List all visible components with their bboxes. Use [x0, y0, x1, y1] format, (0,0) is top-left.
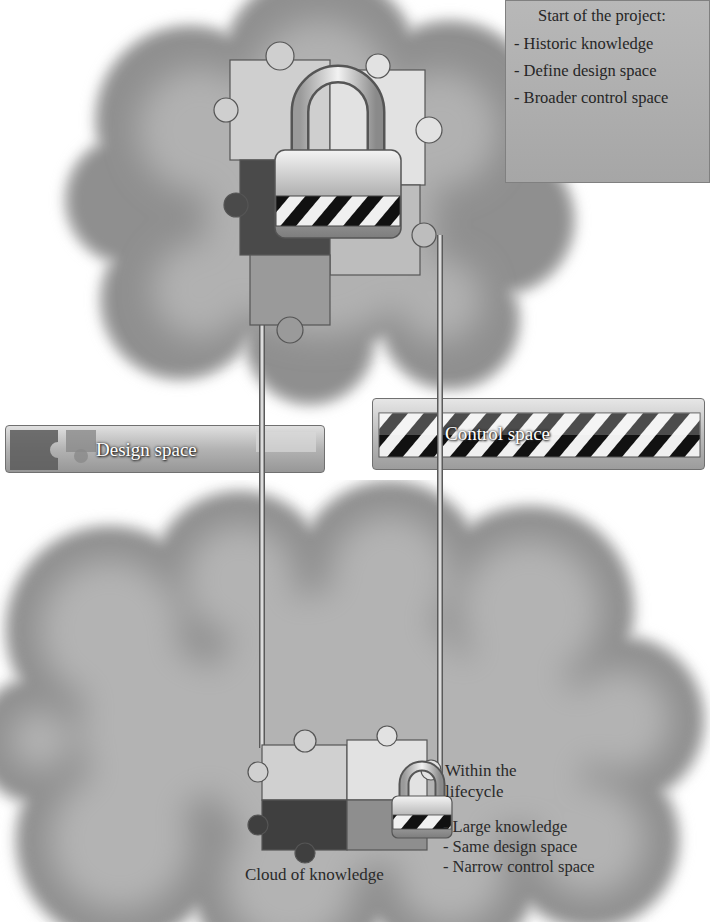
puzzle-piece: [347, 726, 441, 800]
piece-knob: [421, 815, 441, 835]
node-text: Design space: [96, 439, 256, 460]
cloud-puff: [398, 258, 482, 342]
cloud-puff: [410, 650, 590, 830]
node-text: - Large knowledge: [443, 816, 693, 837]
cloud-puff: [10, 710, 70, 770]
hazard-stripes: [379, 413, 700, 457]
hazard-band: [276, 196, 400, 226]
piece-body: [262, 800, 347, 850]
node-text: - Define design space: [514, 60, 709, 81]
top-padlock: [275, 74, 401, 238]
bottom-padlock: [392, 766, 452, 838]
piece-body: [330, 70, 425, 185]
piece-body: [347, 800, 427, 850]
node-shape: [0, 480, 710, 922]
node-text: Control space: [445, 423, 625, 444]
piece-body: [262, 745, 347, 800]
puzzle-patch: [256, 432, 316, 452]
node-text: - Historic knowledge: [514, 33, 709, 54]
node-text: - Broader control space: [514, 87, 709, 108]
piece-knob: [366, 54, 390, 78]
puzzle-patch: [10, 430, 58, 470]
piece-body: [347, 740, 427, 800]
piece-knob: [248, 762, 268, 782]
piece-knob: [214, 98, 238, 122]
node-text: - Same design space: [443, 836, 693, 857]
hazard-band: [393, 815, 451, 829]
piece-body: [240, 160, 330, 255]
piece-knob: [248, 815, 268, 835]
piece-body: [250, 255, 330, 325]
puzzle-piece: [248, 800, 347, 863]
shackle-outline: [300, 74, 376, 165]
puzzle-piece: [250, 255, 330, 343]
cloud-puff: [152, 242, 248, 338]
piece-knob: [416, 117, 442, 143]
puzzle-piece: [330, 185, 436, 275]
piece-knob: [224, 193, 248, 217]
lock-body: [275, 150, 401, 238]
piece-knob: [294, 730, 316, 752]
piece-body: [230, 60, 330, 160]
connecting-rods: [262, 235, 440, 790]
rod: [439, 235, 442, 790]
puzzle-patch: [66, 430, 96, 452]
piece-knob: [266, 42, 294, 70]
piece-body: [330, 185, 420, 275]
start-note-box: Start of the project: - Historic knowledg…: [505, 0, 710, 183]
design-space-bar: Design space: [5, 425, 325, 473]
piece-knob: [277, 317, 303, 343]
puzzle-piece: [248, 730, 347, 800]
top-cloud: [62, 0, 578, 408]
knowledge-cloud: Within the lifecycle - Large knowledge- S…: [0, 480, 710, 922]
piece-knob: [295, 843, 315, 863]
node-text: - Narrow control space: [443, 856, 693, 877]
piece-knob: [421, 760, 441, 780]
node-text: Start of the project:: [538, 5, 708, 26]
cloud-puff: [80, 650, 240, 810]
control-space-bar: Control space: [372, 398, 705, 470]
piece-knob: [377, 726, 397, 746]
piece-knob: [412, 223, 436, 247]
top-puzzle: [214, 42, 442, 343]
node-text: Cloud of knowledge: [245, 864, 445, 885]
puzzle-piece: [347, 800, 441, 850]
puzzle-piece: [224, 160, 330, 255]
puzzle-piece: [214, 42, 330, 160]
rod-outline: [437, 235, 443, 790]
shackle-outline: [404, 766, 440, 802]
rod-outline: [259, 325, 265, 748]
shackle: [300, 74, 376, 165]
bottom-puzzle: [248, 726, 441, 863]
rod: [261, 325, 264, 748]
lock-body: [392, 796, 452, 838]
shackle: [404, 766, 440, 802]
node-text: Within the lifecycle: [445, 760, 565, 802]
puzzle-patch: [74, 449, 88, 463]
puzzle-piece: [330, 54, 442, 185]
